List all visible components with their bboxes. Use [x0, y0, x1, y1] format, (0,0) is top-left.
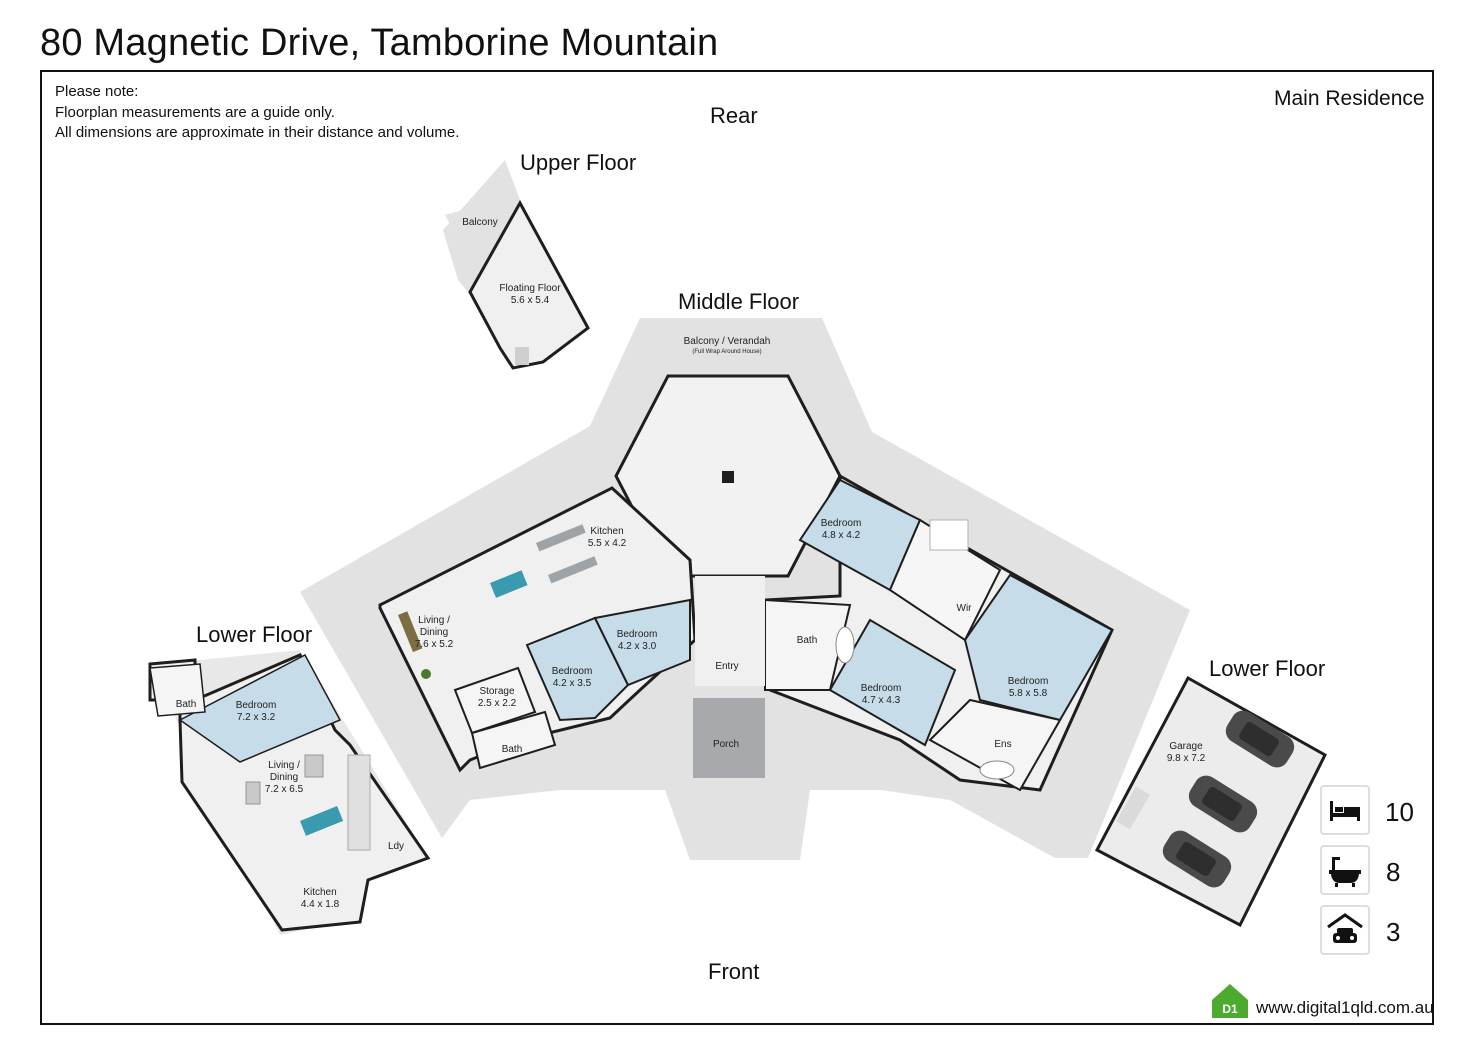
car-icon-2 [1188, 775, 1258, 833]
label-bedroom-lower: Bedroom [236, 700, 277, 711]
main-residence-label: Main Residence [1274, 87, 1425, 110]
label-storage-dims: 2.5 x 2.2 [478, 698, 517, 709]
lower-floor-left-label: Lower Floor [196, 622, 313, 647]
website-url: www.digital1qld.com.au [1256, 998, 1434, 1017]
label-bath-mid-right: Bath [797, 635, 818, 646]
front-label: Front [708, 959, 760, 984]
plan-frame [40, 70, 1434, 1025]
label-bedroom-mid-e-dims: 5.8 x 5.8 [1009, 688, 1048, 699]
note-line-1: Floorplan measurements are a guide only. [55, 104, 335, 121]
label-kitchen-lower-dims: 4.4 x 1.8 [301, 899, 340, 910]
label-living-mid-2: Dining [420, 627, 448, 638]
label-bath-mid-left: Bath [502, 744, 523, 755]
label-bedroom-mid-d-dims: 4.7 x 4.3 [862, 695, 901, 706]
car-icon-3 [1162, 830, 1232, 888]
bed-icon [1320, 785, 1370, 835]
label-living-lower-dims: 7.2 x 6.5 [265, 784, 304, 795]
page-title: 80 Magnetic Drive, Tamborine Mountain [40, 22, 719, 64]
floating-floor-room [468, 199, 590, 370]
car-icon-1 [1225, 710, 1295, 768]
storage-room [453, 666, 537, 735]
middle-floor-plan [300, 318, 1190, 860]
label-verandah-sub: (Full Wrap Around House) [692, 349, 761, 355]
label-wir: Wir [957, 603, 973, 614]
bathroom-count: 8 [1386, 857, 1401, 887]
label-kitchen-mid-dims: 5.5 x 4.2 [588, 538, 627, 549]
label-ldy: Ldy [388, 841, 404, 852]
lower-bath [149, 663, 206, 717]
entry-corridor [695, 576, 765, 686]
label-bedroom-mid-e: Bedroom [1008, 676, 1049, 687]
note-heading: Please note: [55, 83, 139, 100]
digital1-logo: D1 [1212, 984, 1248, 1018]
lower-floor-right-label: Lower Floor [1209, 656, 1326, 681]
bath-left [470, 710, 557, 770]
label-verandah: Balcony / Verandah [684, 336, 771, 347]
label-bedroom-mid-d: Bedroom [861, 683, 902, 694]
label-bedroom-mid-a: Bedroom [552, 666, 593, 677]
lower-bedroom [178, 653, 342, 763]
bath-icon [1320, 845, 1370, 895]
label-living-mid-dims: 7.6 x 5.2 [415, 639, 454, 650]
wir-room [888, 518, 1002, 642]
lower-floor-left-plan [148, 650, 431, 935]
bedroom-right-e [963, 573, 1114, 722]
label-living-lower-1: Living / [268, 760, 300, 771]
label-porch: Porch [713, 739, 739, 750]
label-bedroom-lower-dims: 7.2 x 3.2 [237, 712, 276, 723]
bedroom-count: 10 [1385, 797, 1414, 827]
garage-car-icon [1320, 905, 1370, 955]
label-bedroom-mid-a-dims: 4.2 x 3.5 [553, 678, 592, 689]
label-floating-floor: Floating Floor [499, 283, 561, 294]
label-living-mid-1: Living / [418, 615, 450, 626]
label-garage-dims: 9.8 x 7.2 [1167, 753, 1206, 764]
middle-floor-label: Middle Floor [678, 289, 800, 314]
label-bedroom-mid-b-dims: 4.2 x 3.0 [618, 641, 657, 652]
upper-floor-label: Upper Floor [520, 150, 637, 175]
bedroom-right-d [828, 618, 957, 747]
label-kitchen-mid: Kitchen [590, 526, 623, 537]
room-labels: Balcony Floating Floor 5.6 x 5.4 Balcony… [176, 217, 1206, 910]
label-bedroom-mid-c: Bedroom [821, 518, 862, 529]
car-space-count: 3 [1386, 917, 1401, 947]
label-bedroom-mid-b: Bedroom [617, 629, 658, 640]
label-balcony-upper: Balcony [462, 217, 498, 228]
label-bedroom-mid-c-dims: 4.8 x 4.2 [822, 530, 861, 541]
note-line-2: All dimensions are approximate in their … [55, 124, 460, 141]
rear-label: Rear [710, 103, 758, 128]
label-floating-floor-dims: 5.6 x 5.4 [511, 295, 550, 306]
logo-text: D1 [1222, 1002, 1238, 1016]
label-storage: Storage [479, 686, 514, 697]
label-garage: Garage [1169, 741, 1203, 752]
porch [693, 698, 765, 778]
upper-floor-plan [443, 160, 590, 370]
label-bath-lower: Bath [176, 699, 197, 710]
label-kitchen-lower: Kitchen [303, 887, 336, 898]
label-living-lower-2: Dining [270, 772, 298, 783]
fireplace [722, 471, 734, 483]
bedroom-left-b [593, 598, 691, 687]
bedroom-left-a [525, 616, 630, 722]
label-ens: Ens [994, 739, 1011, 750]
lower-floor-right-plan [1094, 675, 1327, 928]
label-entry: Entry [715, 661, 738, 672]
